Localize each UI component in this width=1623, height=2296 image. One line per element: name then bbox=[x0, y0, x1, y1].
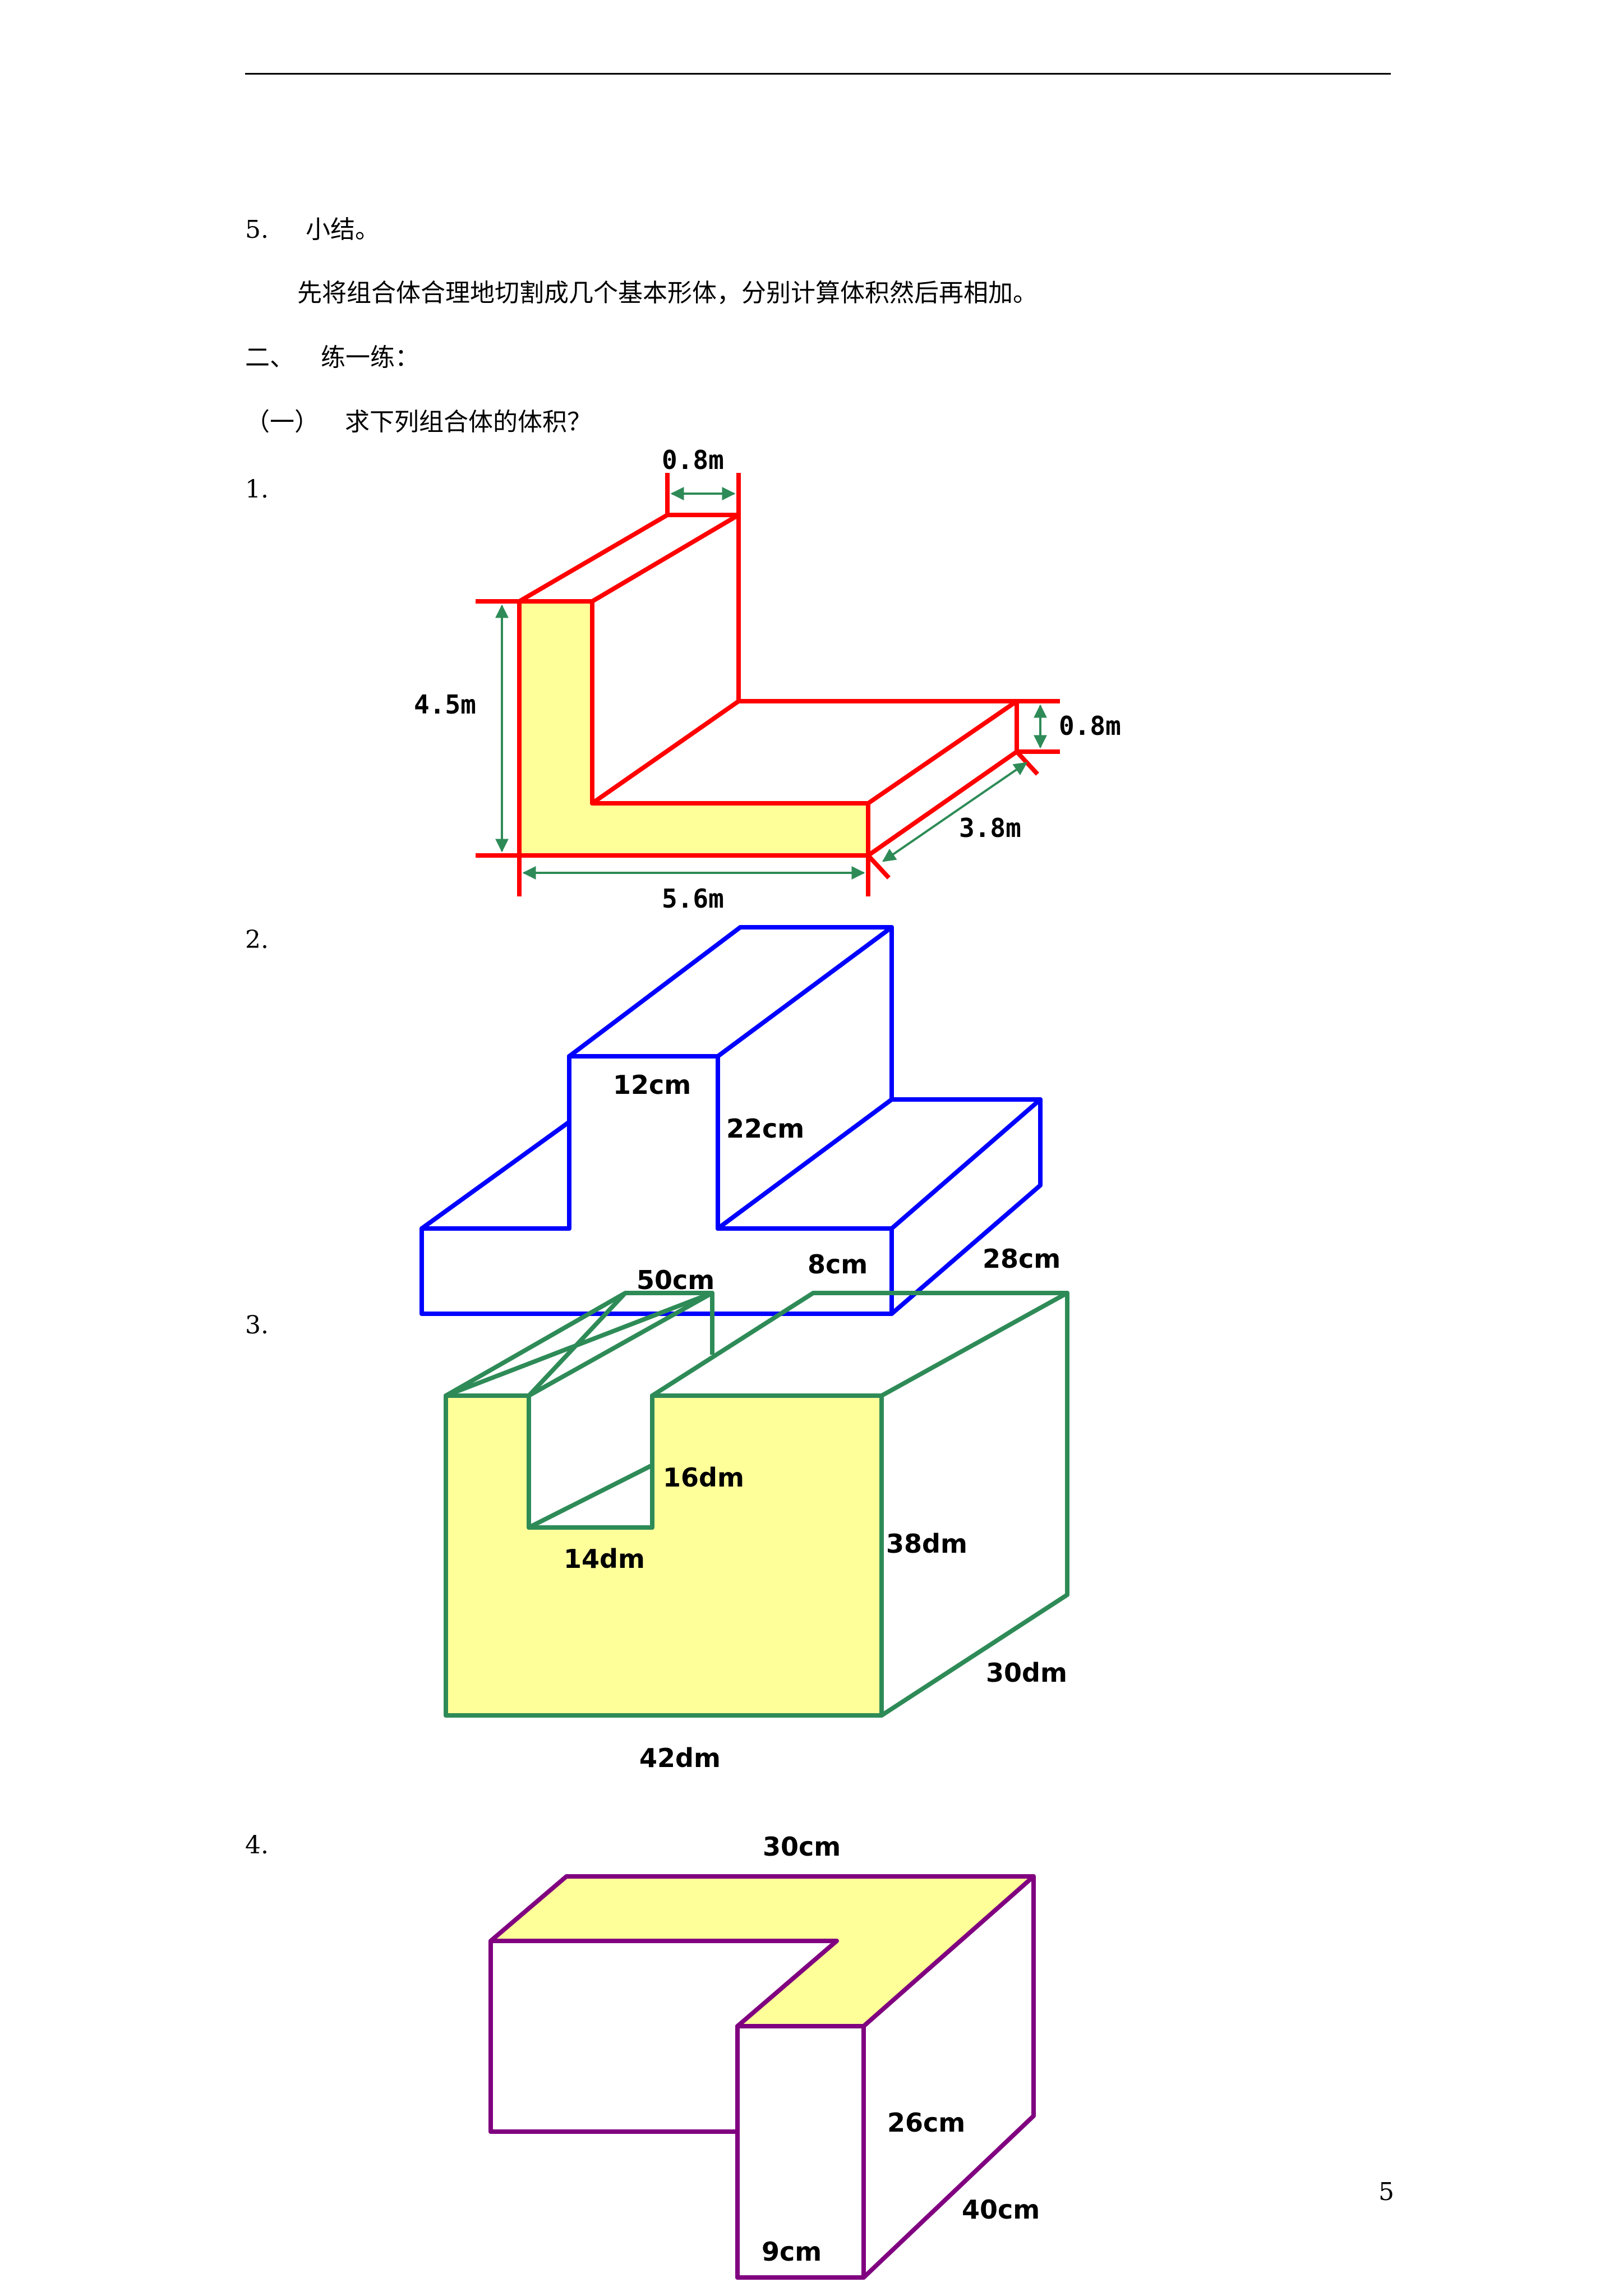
fig1-top-face bbox=[517, 513, 741, 604]
fig1-label-height: 4.5m bbox=[414, 689, 476, 720]
fig3-label-groove-depth: 16dm bbox=[663, 1462, 744, 1493]
fig4-label-depth: 40cm bbox=[962, 2194, 1040, 2225]
fig1-right-top-edge bbox=[866, 699, 1018, 806]
problem-3-number: 3. bbox=[245, 1311, 269, 1340]
problem-1-number: 1. bbox=[245, 475, 269, 504]
fig3-front-face bbox=[444, 1393, 884, 1718]
subsection1-title: 求下列组合体的体积？ bbox=[345, 408, 592, 436]
fig1-dimension-lines bbox=[495, 487, 1047, 880]
subsection1-number: （一） bbox=[245, 408, 319, 436]
figure-4 bbox=[488, 1874, 1036, 2280]
summary-text: 先将组合体合理地切割成几个基本形体，分别计算体积然后再相加。 bbox=[297, 279, 1038, 307]
fig3-label-height: 38dm bbox=[886, 1529, 967, 1559]
fig3-label-width: 42dm bbox=[639, 1743, 721, 1773]
section2-number: 二、 bbox=[245, 343, 294, 372]
fig2-label-top-width: 12cm bbox=[613, 1070, 691, 1100]
problem-4-number: 4. bbox=[245, 1831, 269, 1860]
section5-title: 小结。 bbox=[306, 215, 380, 244]
section2-title: 练一练： bbox=[321, 343, 419, 372]
fig2-middle-top bbox=[567, 925, 894, 1059]
page-number: 5 bbox=[1378, 2178, 1394, 2206]
section5-number: 5. bbox=[245, 215, 269, 244]
header-rule bbox=[245, 73, 1391, 75]
fig2-label-middle-height: 22cm bbox=[726, 1114, 804, 1144]
fig1-label-top-thickness: 0.8m bbox=[662, 445, 724, 475]
fig4-label-height: 26cm bbox=[887, 2108, 965, 2138]
fig2-label-depth: 28cm bbox=[983, 1244, 1061, 1274]
fig4-label-front-width: 9cm bbox=[762, 2237, 822, 2267]
figure-3 bbox=[444, 1291, 1069, 1718]
fig3-label-depth: 30dm bbox=[986, 1658, 1067, 1688]
figure-2 bbox=[419, 925, 1043, 1316]
fig4-label-top-width: 30cm bbox=[763, 1832, 841, 1862]
fig3-label-groove-width: 14dm bbox=[564, 1544, 645, 1574]
fig1-front-face bbox=[517, 599, 870, 858]
fig2-label-length: 50cm bbox=[637, 1265, 714, 1295]
fig4-top-face bbox=[488, 1874, 1036, 2028]
fig1-label-depth: 3.8m bbox=[959, 813, 1021, 843]
fig1-inner-edge bbox=[591, 699, 740, 806]
fig2-label-step-height: 8cm bbox=[808, 1249, 868, 1280]
fig1-label-base-thickness: 0.8m bbox=[1059, 711, 1121, 741]
problem-2-number: 2. bbox=[245, 926, 269, 954]
fig1-label-width: 5.6m bbox=[662, 884, 724, 914]
